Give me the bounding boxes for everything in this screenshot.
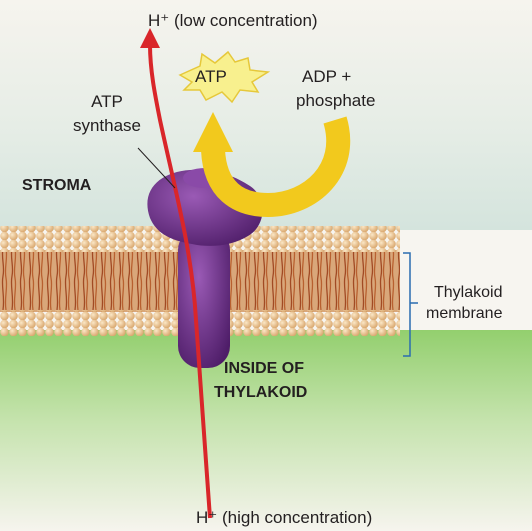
inside-label-line1: INSIDE OF <box>224 360 304 377</box>
adp-label-line1: ADP + <box>302 67 351 86</box>
stroma-label: STROMA <box>22 177 92 194</box>
thylakoid-label-line1: Thylakoid <box>434 284 502 301</box>
adp-label-line2: phosphate <box>296 91 375 110</box>
inside-label-line2: THYLAKOID <box>214 384 307 401</box>
atp-label: ATP <box>195 67 227 86</box>
synthase-label-line1: ATP <box>91 92 123 111</box>
h-low-label: H⁺ (low concentration) <box>148 11 318 30</box>
h-high-label: H⁺ (high concentration) <box>196 508 372 527</box>
synthase-label-line2: synthase <box>73 116 141 135</box>
thylakoid-label-line2: membrane <box>426 305 503 322</box>
